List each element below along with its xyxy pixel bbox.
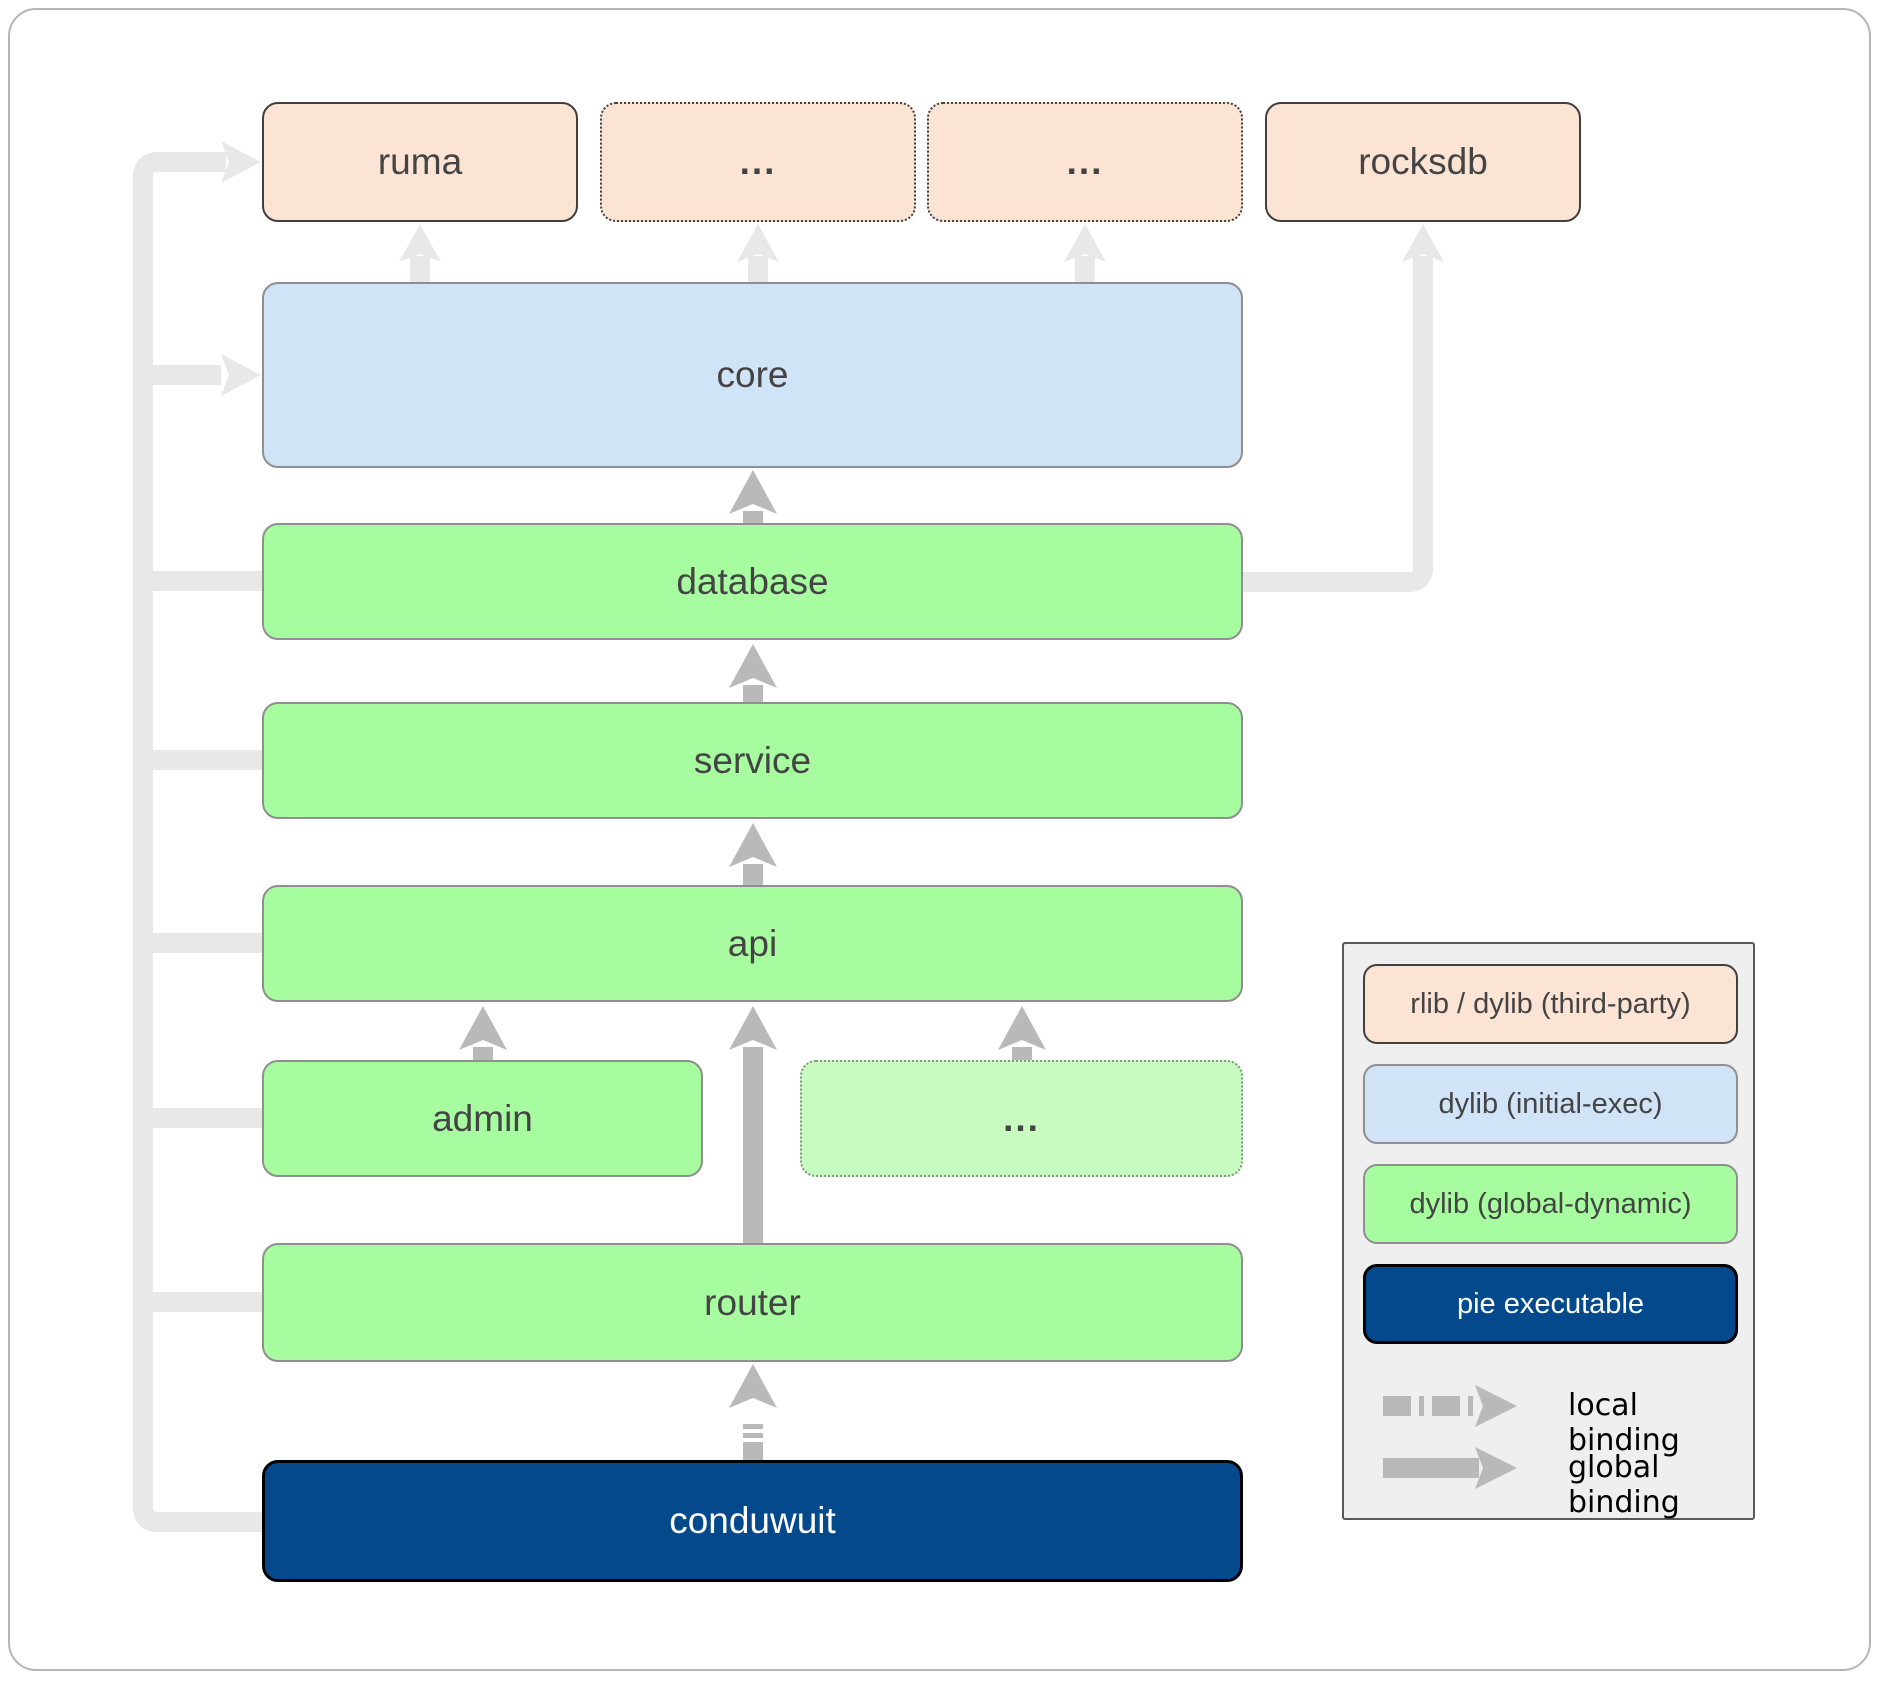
faded-arrowhead-more2 xyxy=(1064,224,1106,262)
node-rocksdb: rocksdb xyxy=(1265,102,1581,222)
arrowhead-api-to-service xyxy=(729,823,777,867)
node-label: api xyxy=(727,922,778,964)
global-binding-label: global binding xyxy=(1568,1450,1680,1520)
node-service: service xyxy=(262,702,1243,819)
local-binding-arrowhead xyxy=(1475,1385,1517,1427)
faded-arrowhead-rocksdb xyxy=(1402,224,1444,262)
node-label: ... xyxy=(739,141,777,182)
arrowhead-database-to-core xyxy=(729,470,777,514)
faded-arrow-database-to-rocksdb xyxy=(1243,256,1433,592)
faded-arrowhead-ruma xyxy=(399,224,441,262)
node-label: ruma xyxy=(377,141,463,182)
local-binding-label: local binding xyxy=(1568,1388,1680,1458)
node-router: router xyxy=(262,1243,1243,1362)
arrowhead-apimore-to-api xyxy=(998,1006,1046,1050)
faded-arrowhead-into-core xyxy=(221,354,261,396)
node-label: ... xyxy=(1066,141,1104,182)
node-label: ... xyxy=(1003,1097,1040,1139)
node-label: database xyxy=(676,560,829,602)
legend-item-third-party: rlib / dylib (third-party) xyxy=(1363,964,1738,1044)
global-binding-arrow-icon xyxy=(1383,1447,1517,1489)
legend-item-pie-executable: pie executable xyxy=(1363,1264,1738,1344)
local-binding-arrow-icon xyxy=(1383,1385,1517,1427)
legend-item-initial-exec: dylib (initial-exec) xyxy=(1363,1064,1738,1144)
faded-arrowhead-into-ruma xyxy=(221,141,261,183)
node-label: service xyxy=(693,739,812,781)
node-label: rocksdb xyxy=(1358,141,1488,182)
faded-bus-conduwuit-dependencies xyxy=(133,152,262,1532)
node-third-party-more-2: ... xyxy=(927,102,1243,222)
node-database: database xyxy=(262,523,1243,640)
faded-arrowhead-more1 xyxy=(737,224,779,262)
global-binding-arrowhead xyxy=(1475,1447,1517,1489)
arrowhead-conduwuit-to-router xyxy=(729,1364,777,1408)
node-label: admin xyxy=(432,1097,533,1139)
legend-item-label: rlib / dylib (third-party) xyxy=(1410,987,1691,1020)
legend: rlib / dylib (third-party) dylib (initia… xyxy=(1342,942,1755,1520)
legend-item-label: pie executable xyxy=(1456,1287,1645,1320)
node-admin: admin xyxy=(262,1060,703,1177)
legend-item-label: dylib (global-dynamic) xyxy=(1409,1187,1692,1220)
node-third-party-more-1: ... xyxy=(600,102,916,222)
node-core: core xyxy=(262,282,1243,468)
node-label: core xyxy=(716,354,789,395)
arrowhead-router-to-api xyxy=(729,1006,777,1050)
node-ruma: ruma xyxy=(262,102,578,222)
node-conduwuit: conduwuit xyxy=(262,1460,1243,1582)
node-api-more: ... xyxy=(800,1060,1243,1177)
arrowhead-service-to-database xyxy=(729,644,777,688)
node-label: conduwuit xyxy=(669,1500,836,1541)
legend-item-global-dynamic: dylib (global-dynamic) xyxy=(1363,1164,1738,1244)
node-label: router xyxy=(704,1281,801,1323)
arrowhead-admin-to-api xyxy=(459,1006,507,1050)
legend-item-label: dylib (initial-exec) xyxy=(1438,1087,1663,1120)
node-api: api xyxy=(262,885,1243,1002)
